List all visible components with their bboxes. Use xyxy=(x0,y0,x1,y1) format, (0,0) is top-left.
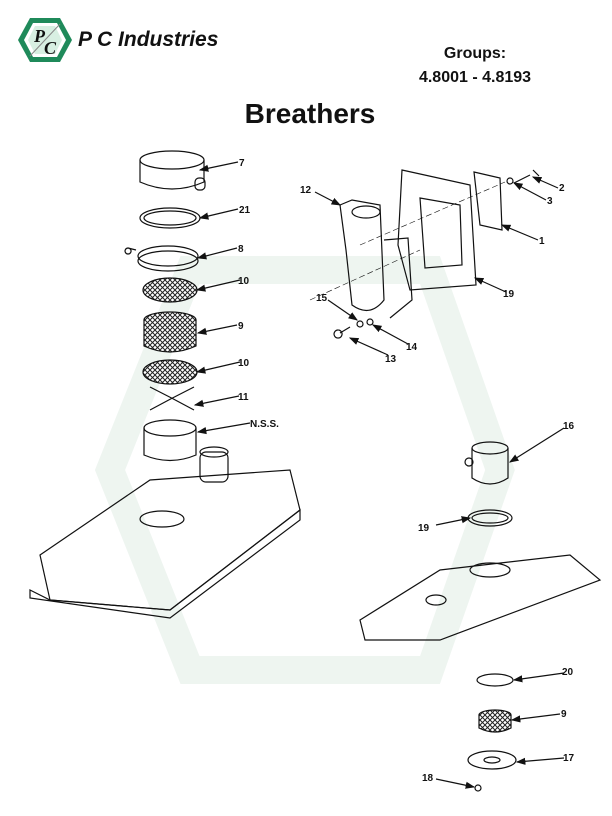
washer-3 xyxy=(506,177,514,185)
gasket-19a xyxy=(397,169,477,291)
baffle-20 xyxy=(476,673,514,687)
svg-text:P: P xyxy=(33,26,46,46)
washer-14 xyxy=(366,318,374,326)
callout-20: 20 xyxy=(562,667,574,678)
breather-16 xyxy=(464,441,509,485)
valve-cover-left xyxy=(29,446,301,619)
pc-industries-logo: P C xyxy=(18,18,72,62)
valve-cover-right xyxy=(359,554,602,641)
groups-range: 4.8001 - 4.8193 xyxy=(418,69,532,86)
callout-10: 10 xyxy=(238,276,250,287)
screw-18 xyxy=(474,784,482,792)
page-title: Breathers xyxy=(244,98,376,129)
callout-9: 9 xyxy=(561,709,567,720)
callout-9: 9 xyxy=(238,321,244,332)
callout-17: 17 xyxy=(563,753,575,764)
callout-15: 15 xyxy=(316,293,328,304)
callout-13: 13 xyxy=(385,354,397,365)
callout-11: 11 xyxy=(238,392,249,403)
screen-10b xyxy=(142,359,198,385)
callout-3: 3 xyxy=(547,196,553,207)
callout-1: 1 xyxy=(539,236,545,247)
callout-14: 14 xyxy=(406,342,418,353)
callout-19: 19 xyxy=(503,289,515,300)
callout-nss: N.S.S. xyxy=(250,419,279,430)
callout-2: 2 xyxy=(559,183,565,194)
callout-10: 10 xyxy=(238,358,250,369)
watermark-hexagon xyxy=(94,256,515,684)
callout-12: 12 xyxy=(300,185,312,196)
spring-11 xyxy=(149,386,195,411)
callout-labels: 7 21 8 10 9 10 11 N.S.S. 12 2 3 1 19 15 … xyxy=(238,158,575,784)
groups-label: Groups: xyxy=(443,45,507,62)
groups-block: Groups: 4.8001 - 4.8193 xyxy=(400,42,550,90)
callout-19: 19 xyxy=(418,523,430,534)
housing-nss xyxy=(143,419,197,462)
element-9 xyxy=(143,311,197,353)
callout-18: 18 xyxy=(422,773,434,784)
base-17 xyxy=(467,750,517,770)
callout-8: 8 xyxy=(238,244,244,255)
breather-cap-7 xyxy=(139,150,206,191)
svg-text:C: C xyxy=(44,38,57,58)
company-name: P C Industries xyxy=(78,28,219,51)
plate-1 xyxy=(473,171,503,231)
bolt-2 xyxy=(513,169,540,184)
elbow-12 xyxy=(339,199,413,319)
screen-10a xyxy=(142,277,198,303)
callout-7: 7 xyxy=(239,158,245,169)
callout-16: 16 xyxy=(563,421,575,432)
callout-21: 21 xyxy=(239,205,251,216)
nut-15 xyxy=(356,320,364,328)
bolt-13 xyxy=(333,326,351,339)
element-9b xyxy=(478,709,512,733)
